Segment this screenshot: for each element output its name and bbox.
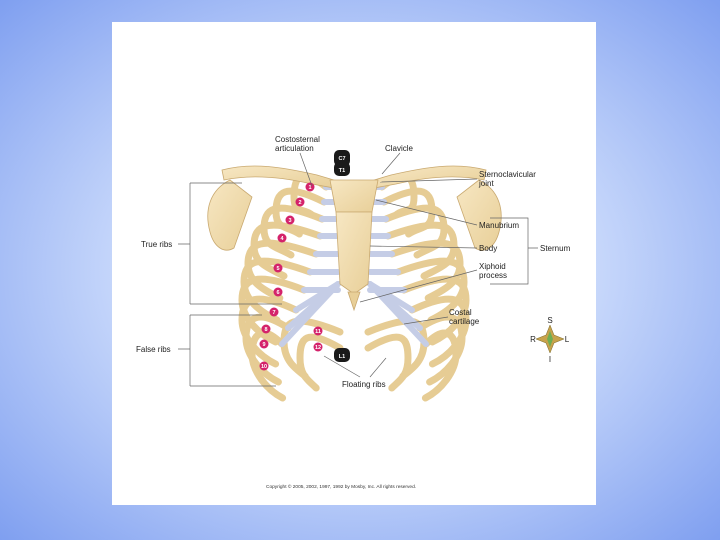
rib-number-3: 3	[288, 218, 291, 224]
xiphoid-process	[348, 292, 360, 310]
label-body: Body	[479, 244, 497, 253]
manubrium	[330, 180, 378, 212]
rib-number-12: 12	[315, 345, 321, 351]
rib-number-1: 1	[308, 185, 311, 191]
right-scapula	[208, 180, 252, 250]
label-floating-ribs: Floating ribs	[342, 380, 386, 389]
rib-number-7: 7	[272, 310, 275, 316]
vertebra-t1-label: T1	[339, 168, 345, 174]
vertebra-c7-label: C7	[338, 156, 345, 162]
rib-number-5: 5	[276, 266, 279, 272]
compass-left: L	[565, 335, 570, 344]
label-sternoclavicular-1: Sternoclavicular	[479, 170, 536, 179]
left-clavicle	[374, 166, 486, 188]
leader-clavicle	[382, 153, 400, 174]
label-xiphoid-1: Xiphoid	[479, 262, 506, 271]
leader-floating-b	[370, 358, 386, 377]
label-sternoclavicular-2: joint	[478, 179, 494, 188]
label-manubrium: Manubrium	[479, 221, 519, 230]
left-scapula	[457, 180, 501, 250]
label-false-ribs: False ribs	[136, 345, 171, 354]
label-costosternal-2: articulation	[275, 144, 314, 153]
rib-number-6: 6	[276, 290, 279, 296]
label-costal-1: Costal	[449, 308, 472, 317]
copyright-text: Copyright © 2005, 2002, 1997, 1992 by Mo…	[266, 483, 416, 490]
rib-number-10: 10	[261, 364, 267, 370]
compass-inferior: I	[549, 355, 551, 364]
right-clavicle	[222, 166, 334, 188]
label-costosternal-1: Costosternal	[275, 135, 320, 144]
label-clavicle: Clavicle	[385, 144, 414, 153]
rib-number-8: 8	[264, 327, 267, 333]
rib-number-9: 9	[262, 342, 265, 348]
sternum-body	[336, 212, 372, 294]
rib-number-11: 11	[315, 329, 321, 335]
label-costal-2: cartilage	[449, 317, 480, 326]
rib-number-2: 2	[298, 200, 301, 206]
compass-right: R	[530, 335, 536, 344]
label-true-ribs: True ribs	[141, 240, 172, 249]
label-xiphoid-2: process	[479, 271, 507, 280]
compass-superior: S	[547, 316, 552, 325]
label-sternum: Sternum	[540, 244, 571, 253]
orientation-compass	[536, 325, 564, 353]
vertebra-l1-label: L1	[339, 354, 345, 360]
